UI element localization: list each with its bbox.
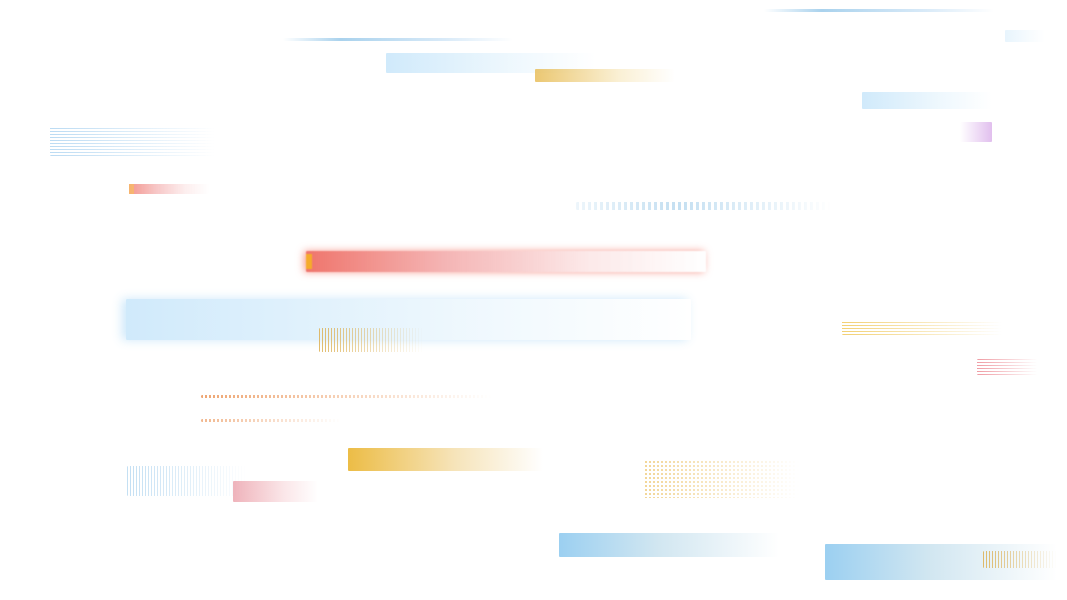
streak-main-red [306, 251, 706, 272]
streak-lower-yellow-band [348, 448, 543, 471]
streak-right-striped-yellow [842, 320, 1002, 335]
streak-dashed-orange-lower [201, 419, 341, 422]
streak-left-striped-blue [50, 126, 215, 156]
streak-upper-yellow-band [535, 69, 675, 82]
streak-bottom-blue-band [559, 533, 779, 557]
streak-dashed-orange-upper [201, 395, 491, 398]
streak-lower-left-pink [233, 481, 318, 502]
streak-right-violet-block [960, 122, 992, 142]
streak-top-thin-blue [283, 38, 513, 41]
streak-right-striped-red [977, 359, 1037, 375]
streak-yellow-vertical-bars [319, 328, 424, 352]
streak-main-red-cap [306, 254, 312, 269]
streak-top-right-thin-blue [764, 9, 994, 12]
streak-dotted-yellow-block [644, 460, 799, 498]
streak-top-right-faint [1005, 30, 1045, 42]
streak-small-red [129, 184, 209, 194]
streak-bottom-right-yellow-bars [983, 551, 1057, 568]
streak-lower-left-blue-bars [127, 466, 247, 496]
streak-mid-dashed-blue [576, 202, 831, 210]
streak-upper-blue-band [386, 53, 596, 73]
streak-right-blue-band [862, 92, 992, 109]
streak-small-red-cap [129, 184, 134, 194]
